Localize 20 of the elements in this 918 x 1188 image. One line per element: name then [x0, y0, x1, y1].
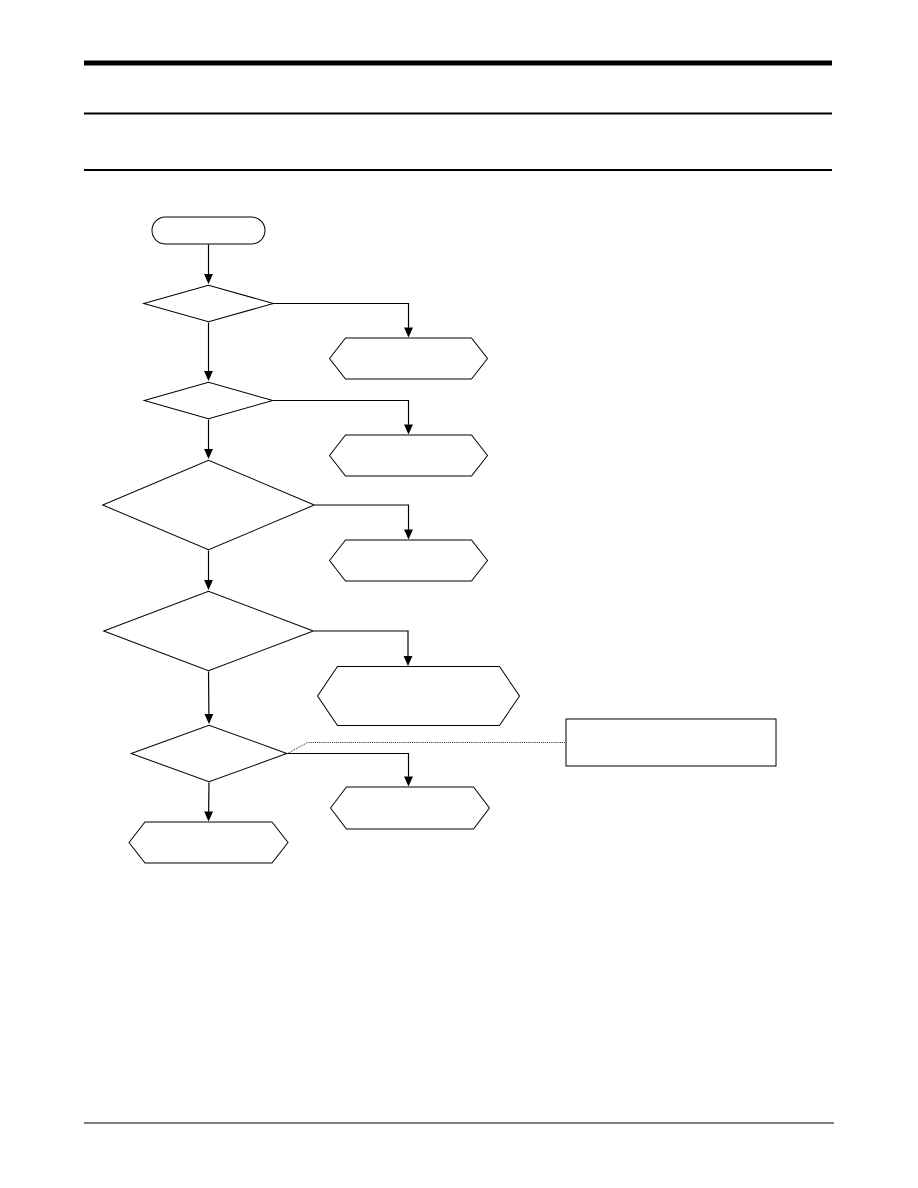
hexagon-box	[128, 821, 289, 864]
decision-diamond	[130, 724, 288, 783]
decision-diamond	[143, 284, 274, 323]
decision-diamond	[102, 459, 315, 551]
hexagon-box	[329, 539, 488, 582]
arrow	[204, 243, 213, 284]
arrow	[204, 549, 213, 590]
arrow	[204, 670, 214, 724]
arrow	[313, 630, 413, 666]
arrow	[204, 418, 213, 459]
note-box	[565, 718, 777, 767]
hexagon-box	[330, 786, 490, 830]
terminal-box	[151, 216, 266, 245]
hexagon-box	[329, 337, 488, 380]
decision-diamond	[143, 381, 274, 420]
arrow	[204, 321, 213, 381]
hexagon-box	[329, 434, 488, 477]
leader-line	[287, 742, 566, 754]
decision-diamond	[103, 590, 314, 672]
hexagon-box	[317, 666, 520, 726]
